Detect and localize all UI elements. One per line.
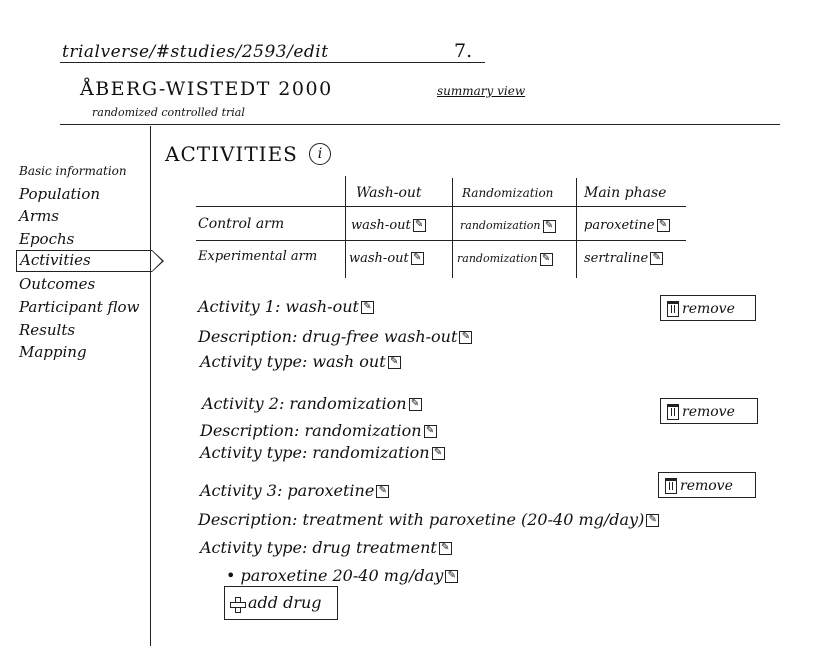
table-row-divider [196,240,686,241]
activity-description: Description: drug-free wash-out✎ [198,327,473,346]
remove-activity-button[interactable]: remove [660,295,756,321]
activity-title-text: Activity 1: wash-out [198,297,359,316]
table-col-divider [452,178,453,278]
sidebar-item-epochs[interactable]: Epochs [19,229,75,248]
edit-icon[interactable]: ✎ [376,485,390,498]
column-header-main-phase: Main phase [584,185,667,201]
sidebar-item-population[interactable]: Population [19,184,101,203]
edit-icon[interactable]: ✎ [387,356,401,369]
drug-text: paroxetine 20-40 mg/day [240,566,444,585]
activity-title: Activity 2: randomization✎ [202,394,422,413]
table-cell[interactable]: wash-out✎ [351,218,426,233]
sidebar-item-mapping[interactable]: Mapping [19,343,87,362]
edit-icon[interactable]: ✎ [360,301,374,314]
activity-description-text: Description: randomization [200,421,422,440]
table-col-divider [345,176,346,278]
activity-type: Activity type: drug treatment✎ [200,538,452,557]
info-icon[interactable]: i [309,143,331,165]
sidebar-item-arms[interactable]: Arms [19,207,59,226]
activity-type-text: Activity type: wash out [200,352,386,371]
column-header-wash-out: Wash-out [356,185,422,201]
activity-description: Description: randomization✎ [200,421,437,440]
remove-label: remove [682,301,735,317]
edit-icon[interactable]: ✎ [650,252,664,265]
edit-icon[interactable]: ✎ [408,398,422,411]
table-header-divider [196,206,686,207]
add-drug-label: add drug [248,593,322,612]
activity-type: Activity type: randomization✎ [200,443,445,462]
summary-view-link[interactable]: summary view [437,84,526,98]
cell-text: wash-out [351,218,411,233]
activity-title: Activity 1: wash-out✎ [198,297,374,316]
edit-icon[interactable]: ✎ [431,447,445,460]
cell-text: wash-out [349,251,409,266]
trash-icon [667,301,679,317]
sidebar-divider [150,126,151,646]
activity-type: Activity type: wash out✎ [200,352,401,371]
page-title: ACTIVITIES [165,142,298,166]
edit-icon[interactable]: ✎ [412,219,426,232]
table-cell[interactable]: paroxetine✎ [584,218,670,233]
url-underline [60,62,485,63]
trash-icon [665,478,677,494]
sidebar-item-outcomes[interactable]: Outcomes [19,275,96,294]
sidebar-item-activities[interactable]: Activities [16,249,164,273]
sidebar-item-participant-flow[interactable]: Participant flow [19,297,140,316]
study-subtitle: randomized controlled trial [92,106,245,119]
remove-activity-button[interactable]: remove [660,398,758,424]
add-drug-button[interactable]: add drug [224,586,338,620]
activity-title: Activity 3: paroxetine✎ [200,481,390,500]
page-number: 7. [454,40,473,62]
cell-text: randomization [457,252,538,265]
activity-description-text: Description: drug-free wash-out [198,327,458,346]
activity-description: Description: treatment with paroxetine (… [198,510,660,529]
sidebar-nav: Basic information Population Arms Epochs… [16,160,166,364]
activity-description-text: Description: treatment with paroxetine (… [198,510,645,529]
table-cell[interactable]: wash-out✎ [349,251,424,266]
row-label-control-arm: Control arm [198,216,285,232]
url-breadcrumb: trialverse/#studies/2593/edit [62,42,329,62]
remove-label: remove [682,404,735,420]
trash-icon [667,404,679,420]
remove-activity-button[interactable]: remove [658,472,756,498]
sidebar-item-results[interactable]: Results [19,320,76,339]
edit-icon[interactable]: ✎ [438,542,452,555]
column-header-randomization: Randomization [462,186,554,200]
edit-icon[interactable]: ✎ [459,331,473,344]
edit-icon[interactable]: ✎ [539,252,553,266]
sidebar-item-basic-information[interactable]: Basic information [19,164,127,178]
activity-type-text: Activity type: randomization [200,443,430,462]
table-cell[interactable]: randomization✎ [457,252,553,266]
cell-text: randomization [460,219,541,232]
study-title: ÅBERG-WISTEDT 2000 [80,78,333,100]
edit-icon[interactable]: ✎ [542,219,556,233]
table-cell[interactable]: randomization✎ [460,219,556,233]
table-cell[interactable]: sertraline✎ [584,251,664,266]
row-label-experimental-arm: Experimental arm [198,249,318,264]
header-divider [60,124,780,125]
remove-label: remove [680,478,733,494]
edit-icon[interactable]: ✎ [646,514,660,527]
table-col-divider [576,178,577,278]
activity-type-text: Activity type: drug treatment [200,538,437,557]
edit-icon[interactable]: ✎ [423,425,437,438]
bullet-icon: • [226,566,241,585]
activity-title-text: Activity 3: paroxetine [200,481,375,500]
activity-title-text: Activity 2: randomization [202,394,407,413]
cell-text: paroxetine [584,218,655,233]
edit-icon[interactable]: ✎ [656,219,670,232]
edit-icon[interactable]: ✎ [410,252,424,265]
drug-list-item: • paroxetine 20-40 mg/day✎ [226,566,459,585]
edit-icon[interactable]: ✎ [445,570,459,583]
plus-icon [230,596,246,613]
cell-text: sertraline [584,251,649,266]
